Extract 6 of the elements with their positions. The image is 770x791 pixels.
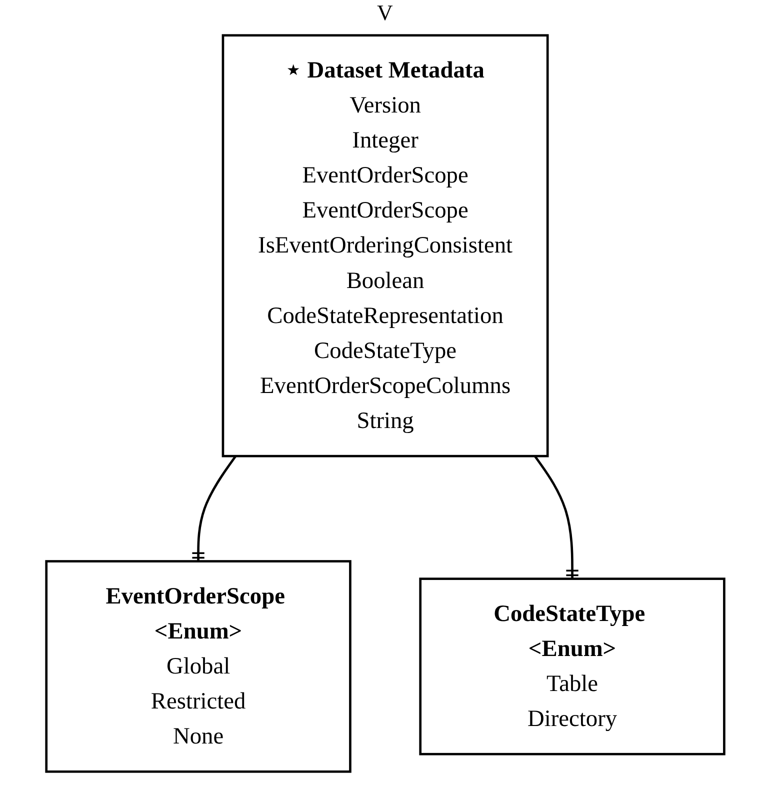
node-box: EventOrderScope <Enum> Global Restricted None [44,560,352,773]
connector [191,455,236,562]
chevron-mark: V [377,0,393,25]
node-box: ⋆ Dataset Metadata Version Integer EventOrderScope EventOrderScope IsEventOrderingConsistent Boolean CodeStateRepresentation CodeStateType EventOrderScopeColumns String [222,34,548,458]
node-box: CodeStateType <Enum> Table Directory [418,578,726,756]
connector [534,455,579,579]
